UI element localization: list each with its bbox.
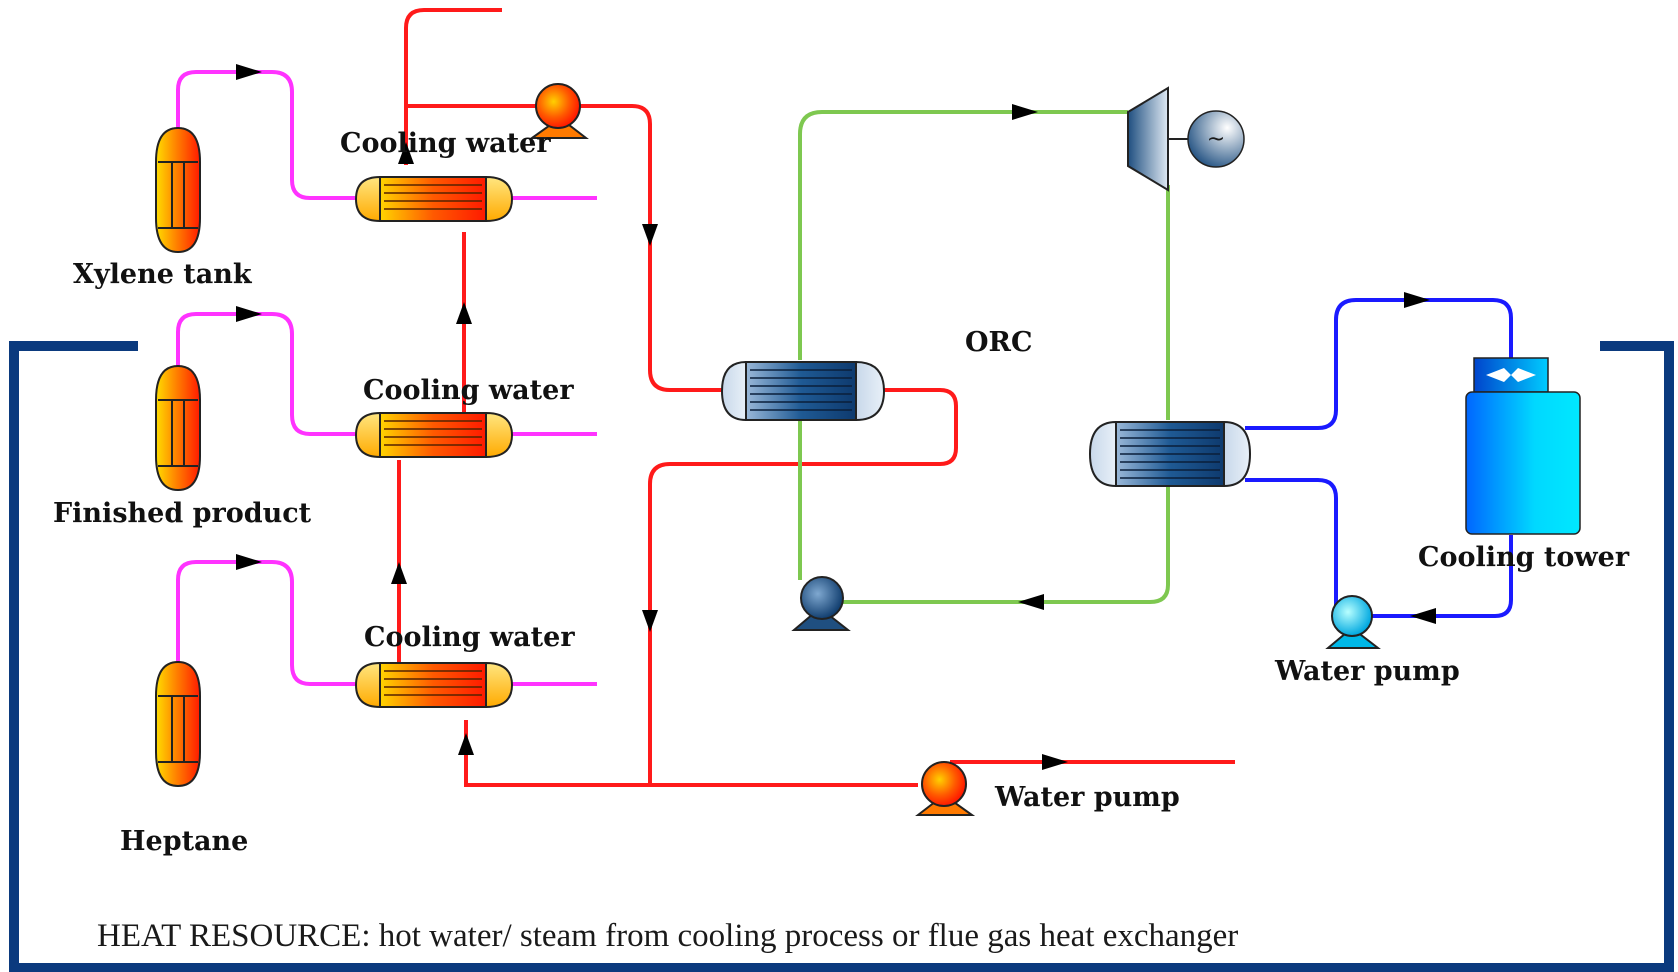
arrow-down-icon <box>642 224 658 246</box>
outer-frame <box>9 341 1674 972</box>
arrow-down-icon <box>642 610 658 632</box>
orc-evaporator <box>720 360 886 422</box>
generator: ~ <box>1187 110 1245 168</box>
arrow-left-icon <box>1410 608 1436 624</box>
arrow-up-icon <box>398 142 414 164</box>
footer-heat-resource: HEAT RESOURCE: hot water/ steam from coo… <box>97 918 1238 954</box>
cooling-water-pump <box>1325 595 1381 649</box>
label-water-pump-right: Water pump <box>1274 656 1460 687</box>
process-lines <box>176 70 597 686</box>
hot-water-pump-top <box>528 83 589 139</box>
heptane-tank <box>155 660 201 788</box>
cooling-tower <box>1465 357 1581 535</box>
turbine <box>1127 86 1190 192</box>
flow-arrows <box>236 64 1436 770</box>
orc-condenser <box>1088 420 1252 488</box>
xylene-tank <box>155 126 201 254</box>
finished-product-tank <box>155 364 201 492</box>
heat-exchanger-middle <box>354 411 514 459</box>
fan-icon <box>1486 368 1536 382</box>
label-orc: ORC <box>965 327 1032 358</box>
hot-water-pump-bottom <box>915 761 976 816</box>
arrow-up-icon <box>391 562 407 584</box>
arrow-right-icon <box>1012 104 1038 120</box>
generator-symbol: ~ <box>1207 127 1225 152</box>
orc-pump <box>791 576 851 631</box>
label-finished-product: Finished product <box>53 498 312 529</box>
cooling-loop <box>1245 298 1513 618</box>
heat-exchanger-bottom <box>354 661 514 709</box>
label-cooling-water-middle: Cooling water <box>363 375 574 406</box>
label-cooling-water-bottom: Cooling water <box>364 622 575 653</box>
heat-exchanger-top <box>354 175 514 223</box>
arrow-up-icon <box>456 302 472 324</box>
arrow-right-icon <box>236 554 262 570</box>
label-water-pump-bottom: Water pump <box>994 782 1180 813</box>
arrow-left-icon <box>1018 594 1044 610</box>
label-cooling-tower: Cooling tower <box>1418 542 1630 573</box>
label-cooling-water-top: Cooling water <box>340 128 551 159</box>
label-xylene-tank: Xylene tank <box>73 259 253 290</box>
label-heptane: Heptane <box>120 826 248 857</box>
arrow-right-icon <box>236 306 262 322</box>
arrow-right-icon <box>1042 754 1068 770</box>
arrow-up-icon <box>458 733 474 755</box>
arrow-right-icon <box>1404 292 1430 308</box>
orc-loop <box>798 110 1170 604</box>
arrow-right-icon <box>236 64 262 80</box>
